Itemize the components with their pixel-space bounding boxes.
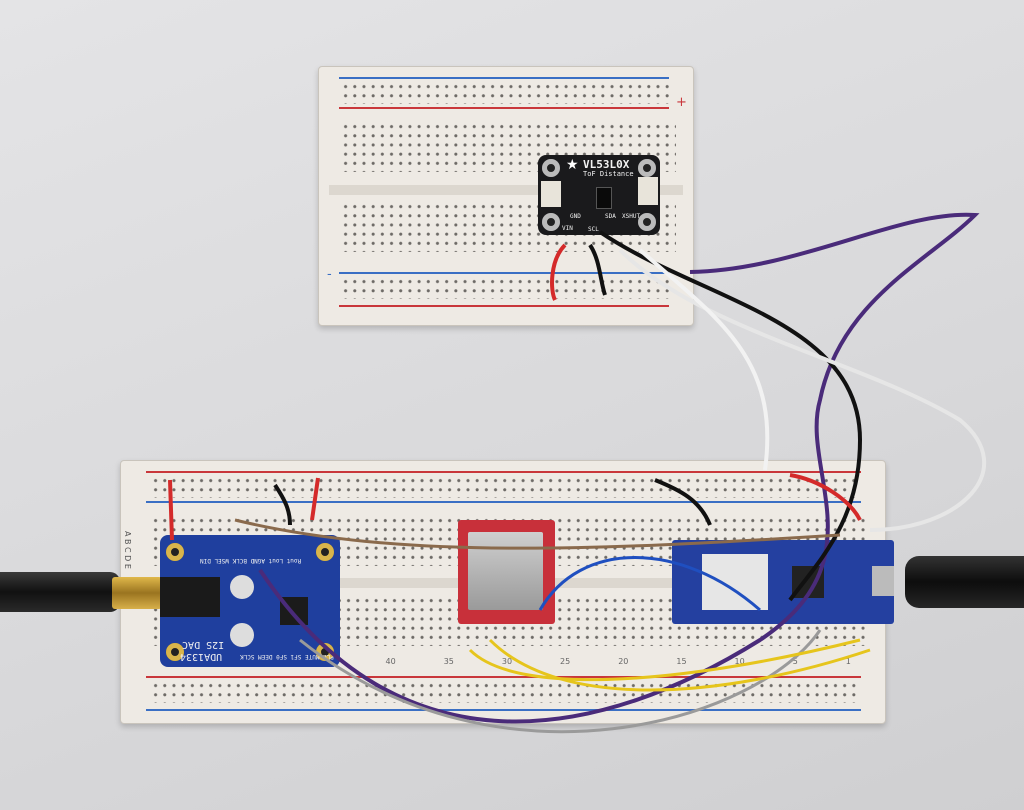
pin-label-vin: VIN — [562, 225, 573, 232]
yellow-wire — [468, 638, 861, 682]
pin-label-sda: SDA — [605, 213, 616, 220]
bottom-power-holes — [341, 277, 671, 299]
purple-wire — [258, 212, 980, 724]
capacitor — [230, 623, 254, 647]
mounting-hole — [542, 159, 560, 177]
column-number: 30 — [501, 657, 513, 666]
usb-port — [872, 566, 894, 596]
sensor-chip — [596, 187, 612, 209]
column-number: 15 — [676, 657, 687, 666]
mounting-hole — [316, 543, 334, 561]
sd-card-slot — [468, 532, 543, 610]
column-number: 25 — [560, 657, 571, 666]
mounting-hole — [542, 213, 560, 231]
star-logo-icon: ★ — [566, 157, 579, 173]
red-wire — [310, 477, 320, 521]
audio-cable — [0, 572, 120, 612]
wifi-module — [702, 554, 768, 610]
sensor-subtitle: ToF Distance — [583, 170, 634, 178]
capacitor — [230, 575, 254, 599]
top-red-rail — [339, 107, 669, 109]
brown-wire — [234, 518, 841, 550]
column-number: 35 — [443, 657, 454, 666]
vl53l0x-sensor-board: ★ VL53L0X ToF Distance GND VIN SDA SCL X… — [538, 155, 660, 235]
column-number: 5 — [792, 657, 798, 666]
gray-wire — [299, 629, 822, 734]
red-wire — [168, 479, 174, 541]
black-wire — [654, 478, 712, 526]
sensor-title: VL53L0X — [583, 158, 630, 171]
column-number: 40 — [385, 657, 396, 666]
mounting-hole — [166, 543, 184, 561]
red-wire — [789, 473, 862, 521]
center-channel — [329, 185, 683, 195]
bottom-red-rail — [339, 305, 669, 307]
mounting-hole — [166, 643, 184, 661]
red-wire — [550, 243, 567, 301]
column-number: 10 — [734, 657, 745, 666]
mounting-hole — [638, 213, 656, 231]
black-wire — [273, 483, 292, 526]
rail-minus-label: - — [327, 267, 332, 282]
black-wire — [588, 243, 607, 296]
column-number: 20 — [618, 657, 629, 666]
top-power-holes — [341, 82, 671, 104]
column-number: 1 — [845, 657, 851, 666]
top-blue-rail — [339, 77, 669, 79]
pin-label-gnd: GND — [570, 213, 581, 220]
top-blue-rail — [146, 501, 861, 503]
sd-card-board — [458, 520, 555, 624]
pin-label-scl: SCL — [588, 226, 599, 233]
blue-wire — [538, 556, 761, 612]
bottom-red-rail — [146, 676, 861, 678]
bottom-power-holes — [151, 681, 861, 703]
arduino-nano-board — [672, 540, 894, 624]
usb-cable — [905, 556, 1024, 608]
top-red-rail — [146, 471, 861, 473]
rail-plus-label: + — [676, 95, 687, 110]
white-wire — [638, 248, 770, 471]
stemma-connector-right — [638, 177, 658, 205]
stemma-connector-left — [541, 181, 561, 207]
headphone-jack — [160, 577, 220, 617]
uda1334-dac-board: Rout Lout AGND BCLK WSEL DIN UDA1334 I2S… — [160, 535, 340, 667]
audio-jack-connector — [112, 577, 162, 609]
bottom-blue-rail — [146, 709, 861, 711]
mounting-hole — [638, 159, 656, 177]
pin-label-xshut: XSHUT — [622, 213, 641, 220]
black-wire — [598, 230, 863, 602]
row-letters: A B C D E — [123, 531, 132, 569]
yellow-wire — [488, 638, 871, 692]
bottom-blue-rail — [339, 272, 669, 274]
